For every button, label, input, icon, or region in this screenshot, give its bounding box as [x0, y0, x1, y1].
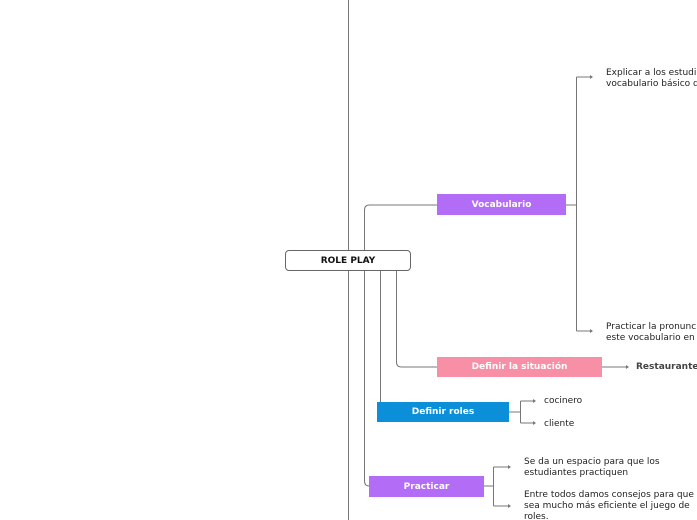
vocab-leaf-1-line-2: vocabulario básico q	[606, 79, 697, 89]
topic-definir-situacion[interactable]: Definir la situación	[437, 357, 602, 377]
arrowhead	[508, 465, 511, 469]
topic-definir-roles[interactable]: Definir roles	[377, 402, 509, 422]
practicar-leaf-2[interactable]: Entre todos damos consejos para que sea …	[524, 490, 697, 520]
vocab-leaf-2[interactable]: Practicar la pronunc este vocabulario en	[606, 322, 697, 344]
vocab-leaf-2-line-1: Practicar la pronunc	[606, 322, 697, 332]
practicar-leaf-1[interactable]: Se da un espacio para que los estudiante…	[524, 457, 697, 479]
link-practicar	[364, 271, 370, 487]
practicar-leaf-2-line-1: Entre todos damos consejos para que	[524, 490, 694, 500]
practicar-leaf-2-line-3: roles.	[524, 512, 549, 520]
practicar-leaf-1-line-1: Se da un espacio para que los	[524, 457, 660, 467]
topic-vocabulario[interactable]: Vocabulario	[437, 194, 566, 215]
link-roles	[377, 271, 381, 413]
vocab-leaf-1[interactable]: Explicar a los estudi vocabulario básico…	[606, 68, 697, 90]
topic-practicar-label: Practicar	[403, 481, 450, 492]
arrowhead	[626, 365, 629, 369]
roles-leaf-cocinero-text: cocinero	[544, 396, 583, 406]
roles-leaf-cliente-text: cliente	[544, 419, 575, 429]
vocab-leaf-2-line-2: este vocabulario en	[606, 333, 695, 343]
root-label: ROLE PLAY	[320, 255, 376, 266]
roles-leaf-cocinero[interactable]: cocinero	[544, 396, 582, 407]
topic-practicar[interactable]: Practicar	[369, 476, 484, 497]
roles-leaf-cliente[interactable]: cliente	[544, 419, 574, 430]
practicar-leaf-1-line-2: estudiantes practiquen	[524, 468, 629, 478]
practicar-leaf-2-line-2: sea mucho más eficiente el juego de	[524, 501, 690, 511]
link-vocabulario	[364, 204, 437, 250]
situacion-leaf-text: Restaurante c	[636, 362, 697, 372]
topic-definir-situacion-label: Definir la situación	[471, 362, 568, 372]
topic-vocabulario-label: Vocabulario	[471, 199, 532, 210]
root-node[interactable]: ROLE PLAY	[285, 250, 411, 271]
arrowhead	[590, 75, 593, 79]
arrowhead	[508, 504, 511, 508]
topic-definir-roles-label: Definir roles	[411, 407, 475, 417]
vocab-leaf-1-line-1: Explicar a los estudi	[606, 68, 697, 78]
link-situacion	[396, 271, 437, 368]
arrowhead	[590, 329, 593, 333]
arrowhead	[533, 399, 536, 403]
arrowhead	[533, 421, 536, 425]
situacion-leaf[interactable]: Restaurante c	[636, 362, 697, 373]
